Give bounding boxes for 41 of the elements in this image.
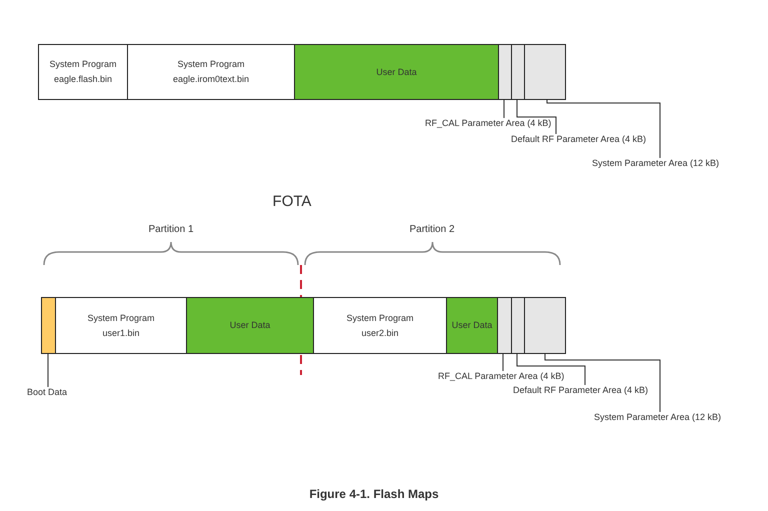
- area-label: Default RF Parameter Area (4 kB): [513, 385, 648, 396]
- memory-segment: [446, 297, 498, 354]
- memory-segment: [55, 297, 187, 354]
- area-label: Boot Data: [27, 387, 68, 398]
- area-label: RF_CAL Parameter Area (4 kB): [425, 118, 552, 129]
- memory-segment: [313, 297, 447, 354]
- memory-segment: [186, 297, 314, 354]
- segment-label: eagle.flash.bin: [54, 73, 112, 86]
- section-heading: FOTA: [272, 193, 312, 210]
- partition-label: Partition 2: [409, 224, 455, 235]
- leader-line: [546, 100, 660, 158]
- segment-label: User Data: [452, 319, 492, 332]
- memory-segment: [511, 297, 525, 354]
- area-label: Default RF Parameter Area (4 kB): [511, 134, 646, 145]
- segment-label: user2.bin: [361, 326, 399, 340]
- memory-segment: [127, 44, 295, 100]
- area-label: System Parameter Area (12 kB): [594, 412, 722, 423]
- leader-line: [516, 354, 586, 386]
- memory-segment: [294, 44, 499, 100]
- memory-segment: [524, 297, 566, 354]
- segment-label: User Data: [376, 66, 417, 78]
- memory-segment: [497, 297, 512, 354]
- segment-label: User Data: [230, 319, 270, 332]
- area-label: System Parameter Area (12 kB): [592, 158, 720, 169]
- segment-label: System Program: [49, 58, 117, 71]
- partition-label: Partition 1: [148, 224, 194, 235]
- area-label: RF_CAL Parameter Area (4 kB): [438, 371, 564, 382]
- memory-segment: [524, 44, 566, 100]
- segment-label: eagle.irom0text.bin: [172, 73, 250, 86]
- leader-line: [502, 354, 504, 372]
- segment-label: System Program: [346, 312, 414, 325]
- memory-segment: [511, 44, 525, 100]
- segment-label: user1.bin: [102, 326, 140, 340]
- segment-label: System Program: [87, 312, 155, 325]
- memory-segment: [38, 44, 128, 100]
- figure-caption: Figure 4-1. Flash Maps: [309, 487, 439, 501]
- memory-segment: [41, 297, 56, 354]
- leader-line: [544, 354, 660, 412]
- leader-line: [516, 100, 556, 134]
- memory-segment: [498, 44, 512, 100]
- segment-label: System Program: [177, 58, 245, 71]
